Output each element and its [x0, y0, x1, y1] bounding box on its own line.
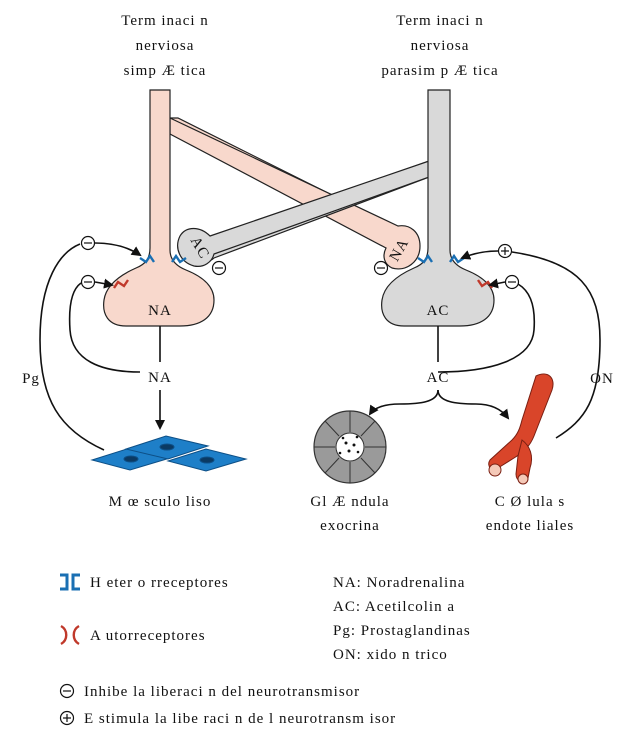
sympathetic-title-line3: simp Æ tica: [124, 63, 207, 79]
parasympathetic-title-line3: parasim p Æ tica: [381, 63, 498, 79]
gland-label-line1: Gl Æ ndula: [310, 494, 389, 510]
legend-abbrev-on: ON: xido n trico: [333, 647, 448, 663]
heteroreceptor-legend-icon: [60, 575, 80, 589]
legend-abbrev-pg: Pg: Prostaglandinas: [333, 623, 471, 639]
endothelial-label-line2: endote liales: [486, 518, 574, 534]
na-release-label: NA: [148, 370, 172, 386]
exocrine-gland: [314, 411, 386, 483]
legend-abbrev-ac: AC: Acetilcolin a: [333, 599, 455, 615]
on-label: ON: [590, 371, 614, 387]
gland-label-line2: exocrina: [320, 518, 380, 534]
parasympathetic-title-line1: Term inaci n: [396, 13, 484, 29]
sympathetic-title-line1: Term inaci n: [121, 13, 209, 29]
parasympathetic-title-line2: nerviosa: [411, 38, 470, 54]
sympathetic-terminal: [104, 90, 214, 326]
legend-inhibit-text: Inhibe la liberaci n del neurotransmisor: [84, 684, 360, 700]
ac-feedback-to-heteroreceptor: [462, 251, 498, 258]
blood-vessel: [489, 374, 553, 484]
endothelial-label-line1: C Ø lula s: [495, 494, 565, 510]
legend: H eter o rreceptores A utorreceptores NA…: [60, 575, 471, 727]
plus-circle-icon: [499, 245, 512, 258]
sympathetic-title-line2: nerviosa: [136, 38, 195, 54]
autoreceptor-legend-icon: [61, 626, 79, 644]
sympathetic-title: Term inaci n nerviosa simp Æ tica: [121, 13, 209, 79]
legend-auto-text: A utorreceptores: [90, 628, 206, 644]
ac-branch-to-endothelial: [438, 390, 508, 418]
ac-feedback-to-autoreceptor: [490, 282, 505, 285]
ac-branch-to-gland: [370, 390, 438, 414]
legend-abbrev-na: NA: Noradrenalina: [333, 575, 465, 591]
plus-circle-icon: [61, 712, 74, 725]
legend-hetero-text: H eter o rreceptores: [90, 575, 229, 591]
pg-feedback-curve: [40, 244, 104, 450]
sympathetic-terminal-label: NA: [148, 303, 172, 319]
parasympathetic-terminal: [382, 90, 494, 326]
pg-label: Pg: [22, 371, 40, 387]
na-feedback-to-autoreceptor: [95, 282, 112, 285]
smooth-muscle-label: M œ sculo liso: [109, 494, 212, 510]
smooth-muscle-cells: [92, 436, 246, 471]
na-feedback-to-heteroreceptor: [95, 243, 140, 255]
parasympathetic-title: Term inaci n nerviosa parasim p Æ tica: [381, 13, 498, 79]
minus-circle-icon: [61, 685, 74, 698]
parasympathetic-terminal-label: AC: [427, 303, 450, 319]
legend-stimulate-text: E stimula la libe raci n de l neurotrans…: [84, 711, 396, 727]
